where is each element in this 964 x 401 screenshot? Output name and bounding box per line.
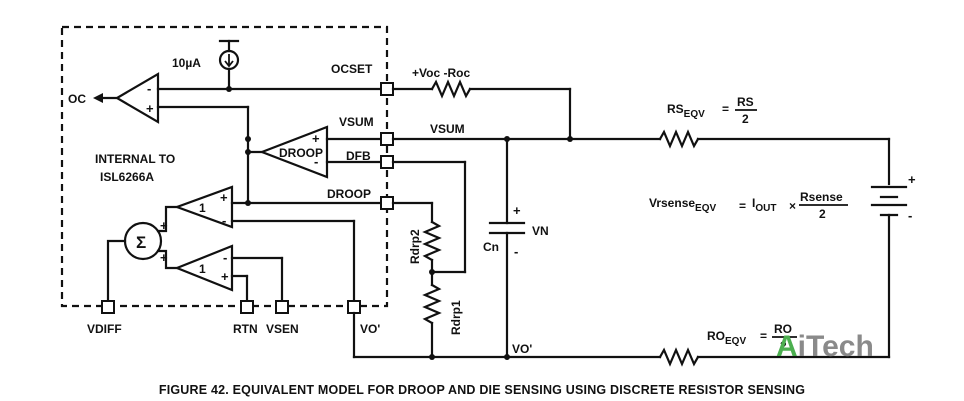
ro-equals: = — [760, 329, 767, 343]
buffer-top-minus: - — [222, 213, 226, 228]
figure-caption: FIGURE 42. EQUIVALENT MODEL FOR DROOP AN… — [159, 383, 805, 397]
times-sign: × — [789, 199, 796, 213]
buffer-bottom-gain: 1 — [199, 262, 206, 276]
rs-equals: = — [722, 102, 729, 116]
vsum-wire-label: VSUM — [430, 122, 465, 136]
droop-amplifier — [258, 125, 329, 179]
rdrp1-label: Rdrp1 — [449, 300, 463, 335]
internal-label-line2: ISL6266A — [100, 170, 154, 184]
buffer-top-gain: 1 — [199, 201, 206, 215]
ocset-label: OCSET — [331, 62, 373, 76]
vsen-label: VSEN — [266, 322, 299, 336]
rtn-pin — [240, 300, 254, 314]
droop-pin-label: DROOP — [327, 187, 371, 201]
droop-plus-sign: + — [312, 131, 320, 146]
summer-symbol: Σ — [136, 233, 146, 252]
voc-roc-label: +Voc -Roc — [412, 66, 470, 80]
vsum-pin-label: VSUM — [339, 115, 374, 129]
dfb-pin — [380, 155, 394, 169]
battery-minus-sign: - — [908, 208, 912, 223]
rdrp2-label: Rdrp2 — [408, 229, 422, 264]
oc-comparator — [114, 72, 160, 124]
droop-minus-sign: - — [314, 154, 318, 169]
droop-amp-label: DROOP — [279, 146, 323, 160]
vrsense-eqv-label: VrsenseEQV — [649, 196, 716, 214]
buffer-top-plus: + — [220, 190, 228, 205]
buffer-bottom — [174, 244, 234, 292]
vdiff-label: VDIFF — [87, 322, 122, 336]
rdrp1-resistor — [422, 283, 442, 325]
iout-label: IOUT — [752, 196, 776, 214]
rtn-label: RTN — [233, 322, 258, 336]
rs-eqv-label: RSEQV — [667, 102, 705, 120]
ro-eqv-label: ROEQV — [707, 329, 746, 347]
vsen-pin — [275, 300, 289, 314]
ro-eqv-resistor — [658, 347, 700, 367]
vo-pin — [347, 300, 361, 314]
vsum-pin — [380, 132, 394, 146]
vo-pin-label: VO' — [360, 322, 380, 336]
oc-arrow-icon — [93, 93, 103, 103]
ro-numerator: RO — [774, 322, 792, 336]
summer-plus-top: + — [160, 218, 168, 233]
rs-numerator: RS — [737, 95, 754, 109]
ic-boundary — [60, 25, 389, 308]
ro-denominator: 2 — [780, 339, 787, 353]
vn-label: VN — [532, 224, 549, 238]
buffer-top — [173, 185, 234, 229]
ocset-pin — [380, 82, 394, 96]
dfb-label: DFB — [346, 149, 371, 163]
oc-plus-sign: + — [146, 101, 154, 116]
cn-minus-sign: - — [514, 244, 518, 259]
battery-plus-sign: + — [908, 172, 916, 187]
voc-roc-resistor — [430, 79, 472, 99]
rsense-denominator: 2 — [819, 207, 826, 221]
oc-minus-sign: - — [147, 81, 151, 96]
buffer-bottom-plus: + — [221, 269, 229, 284]
internal-label-line1: INTERNAL TO — [95, 152, 175, 166]
cn-label: Cn — [483, 240, 499, 254]
rs-eqv-resistor — [658, 129, 700, 149]
summer-plus-bottom: + — [160, 250, 168, 265]
oc-label: OC — [68, 92, 86, 106]
rs-denominator: 2 — [742, 112, 749, 126]
current-source-label: 10µA — [172, 56, 201, 70]
cn-plus-sign: + — [513, 203, 521, 218]
vdiff-pin — [101, 300, 115, 314]
vrsense-equals: = — [739, 199, 746, 213]
droop-pin — [380, 196, 394, 210]
buffer-bottom-minus: - — [223, 250, 227, 265]
vo-wire-label: VO' — [512, 342, 532, 356]
aitech-watermark: AiTech — [776, 330, 874, 363]
rsense-numerator: Rsense — [800, 190, 843, 204]
rdrp2-resistor — [422, 220, 442, 262]
